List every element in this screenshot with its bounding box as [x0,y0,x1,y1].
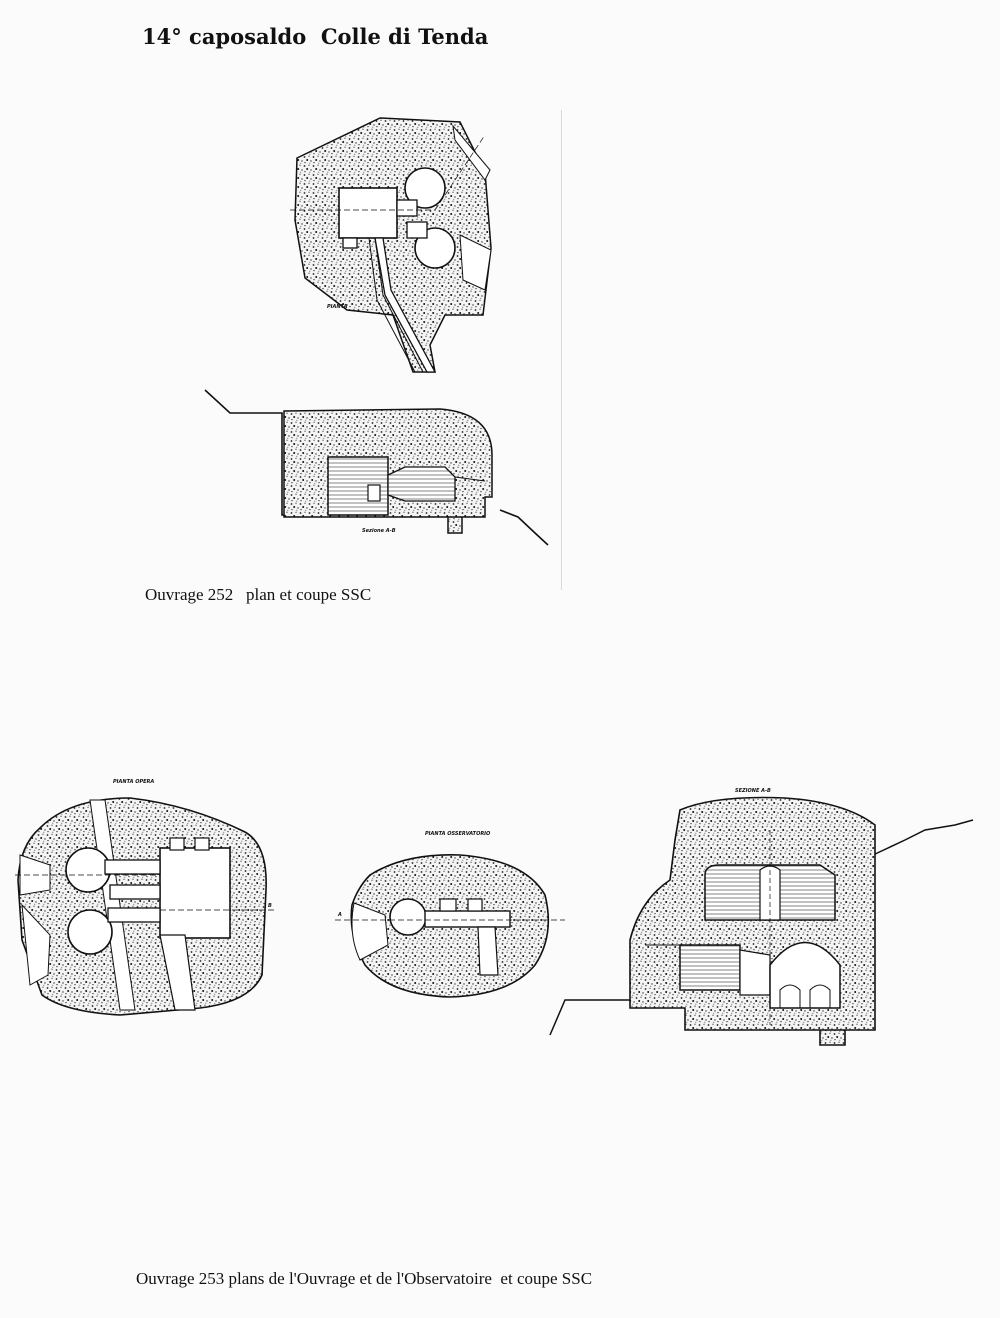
section-label: Sezione A-B [362,528,396,534]
marker-a: A [337,912,342,918]
plan-opera-label: PIANTA OPERA [113,779,154,785]
plan-label: PIANTA [327,304,348,310]
ouvrage-252-section-drawing: Sezione A-B [204,389,549,546]
section-253-label: SEZIONE A-B [735,788,771,794]
scan-fold-line [561,110,562,590]
page-title: 14° caposaldo Colle di Tenda [142,24,489,49]
ouvrage-252-plan-drawing: PIANTA [290,117,492,373]
ouvrage-253-caption: Ouvrage 253 plans de l'Ouvrage et de l'O… [136,1269,593,1288]
ouvrage-253-plan-observatory-drawing: PIANTA OSSERVATORIO A [335,831,565,998]
ouvrage-253-section-drawing: SEZIONE A-B [549,788,974,1046]
ouvrage-252-caption: Ouvrage 252 plan et coupe SSC [145,585,372,604]
marker-b: B [268,903,272,909]
ouvrage-253-plan-opera-drawing: PIANTA OPERA B [15,779,275,1016]
plan-observatory-label: PIANTA OSSERVATORIO [425,831,491,837]
